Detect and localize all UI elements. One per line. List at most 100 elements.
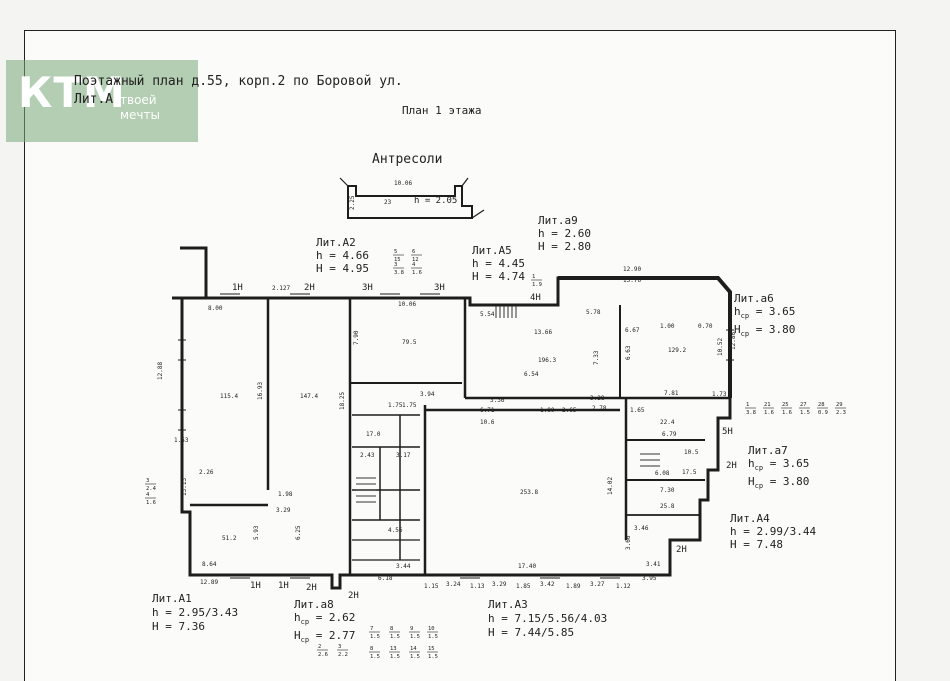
dim-r6-bottom: 7.81 (664, 390, 679, 397)
fraction-denominator: 1.5 (370, 634, 380, 640)
fraction-numerator: 14 (410, 646, 417, 652)
fraction-numerator: 4 (412, 262, 416, 268)
lit-a7-h-val: = 3.65 (769, 457, 810, 470)
dim-big-top: 17.40 (518, 563, 536, 570)
fraction-numerator: 4 (146, 492, 150, 498)
lit-a5-H: H = 4.74 (472, 270, 525, 283)
dim-corr-243: 2.43 (360, 452, 375, 459)
lit-a5-name: Лит.А5 (472, 244, 512, 257)
fraction-numerator: 3 (146, 478, 149, 484)
area-a4: 10.5 (684, 449, 699, 456)
lit-a8-h-sub: ср (300, 618, 310, 627)
watermark-line2: мечты (120, 108, 160, 122)
dim-bottom-2: 6.18 (378, 575, 393, 582)
fraction-numerator: 28 (818, 402, 825, 408)
fraction-denominator: 1.5 (800, 410, 810, 416)
stairs-hatching (356, 306, 660, 503)
plan-title-line2: Лит.А (74, 92, 114, 107)
fraction-numerator: 7 (370, 626, 373, 632)
fraction-denominator: 2.4 (146, 486, 157, 492)
fraction-numerator: 1 (746, 402, 749, 408)
window-marks (178, 293, 734, 579)
lit-a3-H: H = 7.44/5.85 (488, 626, 575, 639)
lit-a6-h-row: hср = 3.65 (734, 305, 795, 323)
area-c4: 6.54 (524, 371, 539, 378)
lit-a9-label: Лит.а9 h = 2.60 H = 2.80 (538, 214, 591, 253)
lit-a4-label: Лит.А4 h = 2.99/3.44 H = 7.48 (730, 512, 816, 551)
dim-r6-v2: 12.86 (730, 332, 737, 350)
fraction-denominator: 1.5 (410, 634, 420, 640)
dim-a4-3: 1.65 (630, 407, 645, 414)
area-kor: 17.0 (366, 431, 381, 438)
door-label: 2H (348, 591, 359, 601)
lit-a8-H-sub: ср (300, 636, 310, 645)
plan-title-line1: Поэтажный план д.55, корп.2 по Боровой у… (74, 74, 403, 89)
door-label: 2H (726, 461, 737, 471)
dim-bottom-10: 1.89 (566, 583, 581, 590)
lit-a7-h-row: hср = 3.65 (748, 457, 809, 475)
fraction-numerator: 25 (782, 402, 789, 408)
lit-a8-h-val: = 2.62 (315, 611, 356, 624)
fraction-denominator: 15 (394, 257, 401, 263)
dim-r6-top: 12.90 (623, 266, 641, 273)
plan-walls (172, 246, 732, 590)
fraction-denominator: 3.8 (746, 410, 756, 416)
fraction-notes: 51561233.841.613.8211.6251.6271.5280.929… (145, 249, 846, 660)
lit-a5-label: Лит.А5 h = 4.45 H = 4.74 (472, 244, 525, 283)
dim-bottom-12: 1.12 (616, 583, 631, 590)
area-r9: 0.70 (698, 323, 713, 330)
lit-a7-H-val: = 3.80 (769, 475, 810, 489)
dim-bottom-3: 3.44 (396, 563, 411, 570)
fraction-denominator: 1.9 (532, 282, 542, 288)
fraction-numerator: 21 (764, 402, 771, 408)
fraction-denominator: 1.5 (410, 654, 420, 660)
fraction-denominator: 12 (412, 257, 419, 263)
fraction-numerator: 29 (836, 402, 843, 408)
area-r1: 147.4 (300, 393, 318, 400)
lit-a1-H: H = 7.36 (152, 620, 205, 633)
fraction-denominator: 2.3 (836, 410, 846, 416)
door-label: 2H (306, 583, 317, 593)
lit-a8-h: h (294, 611, 301, 624)
fraction-numerator: 10 (428, 626, 435, 632)
dim-mid-v: 18.25 (339, 392, 346, 410)
door-label: 3H (362, 283, 373, 293)
door-label: 1H (232, 283, 243, 293)
area-c3: 6.71 (480, 407, 495, 414)
area-r24: 17.5 (682, 469, 697, 476)
lit-a8-name: Лит.а8 (294, 598, 334, 611)
area-r5: 196.3 (538, 357, 556, 364)
lit-a6-h-val: = 3.65 (755, 305, 796, 318)
lit-a9-h: h = 2.60 (538, 227, 591, 240)
fraction-denominator: 1.5 (428, 654, 438, 660)
lit-a6-H-row: Hср = 3.80 (734, 323, 795, 341)
lit-a1-h: h = 2.95/3.43 (152, 606, 239, 619)
antresoli-outline (339, 177, 485, 219)
lit-a8-H-row: Hср = 2.77 (294, 629, 355, 647)
lit-a8-label: Лит.а8 hср = 2.62 Hср = 2.77 (294, 598, 355, 647)
lit-a6-label: Лит.а6 hср = 3.65 Hср = 3.80 (734, 292, 795, 341)
area-c2: 1.75 (402, 402, 417, 409)
area-r6: 129.2 (668, 347, 686, 354)
dim-top-mid: 2.127 (272, 285, 290, 292)
lit-a6-h-sub: ср (740, 312, 750, 321)
dim-left-1313: 13.13 (181, 478, 188, 496)
dim-bottom-6: 1.13 (470, 583, 485, 590)
dim-small-3: 3.41 (646, 561, 661, 568)
dim-corr-394: 3.94 (420, 391, 435, 398)
fraction-denominator: 2.6 (318, 652, 328, 658)
dim-r10-c: 2.78 (592, 405, 607, 412)
fraction-numerator: 13 (390, 646, 397, 652)
fraction-numerator: 8 (390, 626, 393, 632)
watermark-logo: КТМ твоей мечты (6, 60, 198, 142)
dim-bottom-8: 1.85 (516, 583, 531, 590)
fraction-denominator: 1.5 (370, 654, 380, 660)
fraction-denominator: 1.6 (782, 410, 792, 416)
dim-a4-4: 6.08 (655, 470, 670, 477)
fraction-numerator: 1 (532, 274, 535, 280)
lit-a1-label: Лит.А1 h = 2.95/3.43 H = 7.36 (152, 592, 238, 634)
dim-r10-a: 1.80 (540, 407, 555, 414)
dim-a1-w: 8.64 (202, 561, 217, 568)
dim-a4-2: 6.79 (662, 431, 677, 438)
